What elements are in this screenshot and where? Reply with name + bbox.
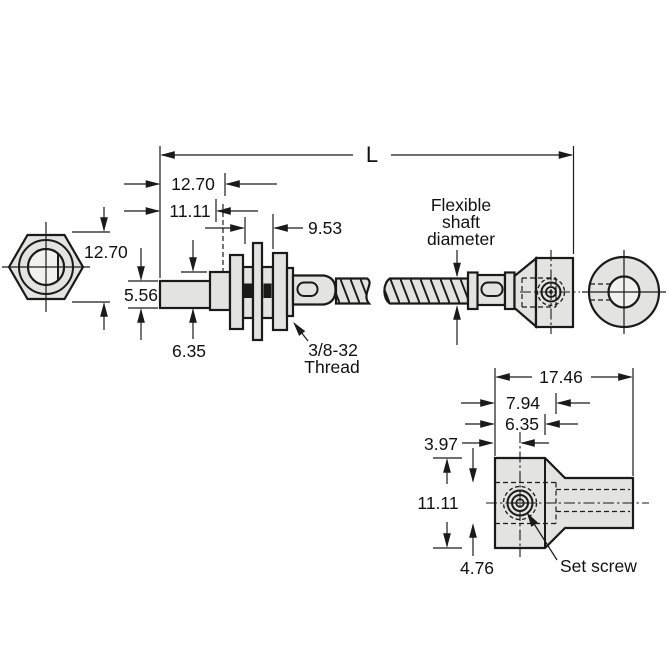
dim-635-shaft-label: 6.35: [172, 341, 206, 361]
section-mark-right: [263, 283, 272, 298]
dim-794-label: 7.94: [506, 393, 540, 413]
dim-1270-horizontal-label: 12.70: [171, 174, 215, 194]
dim-1111-horizontal-label: 11.11: [169, 201, 210, 221]
mounting-plate: [251, 241, 264, 342]
set-screw-center-dot: [549, 290, 553, 294]
flex-diameter-line2: shaft: [442, 212, 480, 232]
label-thread-callout: 3/8-32 Thread: [293, 322, 360, 377]
dim-635-bore-depth: 6.35: [465, 414, 578, 435]
dim-overall-length-label: L: [366, 142, 378, 167]
dim-1746-overall: 17.46: [494, 367, 634, 476]
hex-nut-side: [228, 253, 245, 331]
dim-953-label: 9.53: [308, 218, 342, 238]
ferrule-collar-right: [503, 271, 516, 311]
set-screw-detail-mid: [511, 494, 529, 512]
section-mark-left: [244, 283, 252, 298]
flex-diameter-line1: Flexible: [431, 195, 491, 215]
ferrule-collar-left: [466, 271, 479, 311]
hex-nut-end-view: [2, 222, 90, 312]
dim-397-label: 3.97: [424, 434, 458, 454]
dim-1111-horizontal: 11.11: [124, 199, 258, 222]
flex-cable-segment-a: [334, 277, 372, 305]
coupling-detail-view: [486, 432, 649, 557]
dim-overall-length: L: [159, 142, 575, 278]
shaft-collar: [208, 270, 232, 312]
dim-635-shaft-diameter: 6.35: [172, 240, 207, 361]
set-screw-outer-circle: [540, 281, 562, 303]
lock-nut-side: [271, 251, 289, 332]
thread-callout-line1: 3/8-32: [308, 340, 358, 360]
shaft-end-sleeve: [291, 274, 337, 306]
ferrule-slot: [480, 281, 504, 297]
set-screw-label: Set screw: [560, 556, 637, 576]
dim-476-label: 4.76: [460, 558, 494, 578]
flex-diameter-line3: diameter: [427, 229, 495, 249]
dim-1111-height-label: 11.11: [417, 493, 458, 513]
dim-953-thread-length: 9.53: [205, 204, 342, 271]
dim-1270-across-flats: 12.70: [72, 207, 128, 330]
label-flexible-shaft-diameter: Flexible shaft diameter: [427, 195, 495, 345]
dim-556-label: 5.56: [124, 285, 158, 305]
set-screw-inner-circle: [545, 286, 557, 298]
set-screw-dashed-circle: [536, 277, 566, 307]
threaded-bushing: [228, 241, 295, 342]
thread-callout-line2: Thread: [304, 357, 359, 377]
dim-794-head-depth: 7.94: [461, 393, 590, 414]
coupling-side-view: [513, 250, 580, 334]
dim-556-flat: 5.56: [124, 248, 158, 340]
sleeve-slot: [296, 281, 319, 297]
dim-635-bore-label: 6.35: [505, 414, 539, 434]
shaft-side-view: [158, 270, 232, 312]
set-screw-detail-outer: [506, 489, 534, 517]
set-screw-detail-dashed-circle: [502, 485, 538, 521]
dim-1111-height: 11.11: [417, 457, 462, 549]
coupling-end-view: [582, 250, 666, 334]
flex-cable-segment-b: [383, 277, 470, 305]
flatted-shaft: [158, 279, 214, 310]
label-set-screw: Set screw: [526, 512, 637, 576]
dim-476-bore-diameter: 4.76: [460, 448, 494, 578]
dim-1270-across-flats-label: 12.70: [84, 242, 128, 262]
dim-397-setscrew-offset: 3.97: [424, 434, 549, 454]
flexible-shaft: [291, 271, 516, 311]
dim-1746-label: 17.46: [539, 367, 583, 387]
dim-1270-horizontal: 12.70: [124, 173, 277, 196]
